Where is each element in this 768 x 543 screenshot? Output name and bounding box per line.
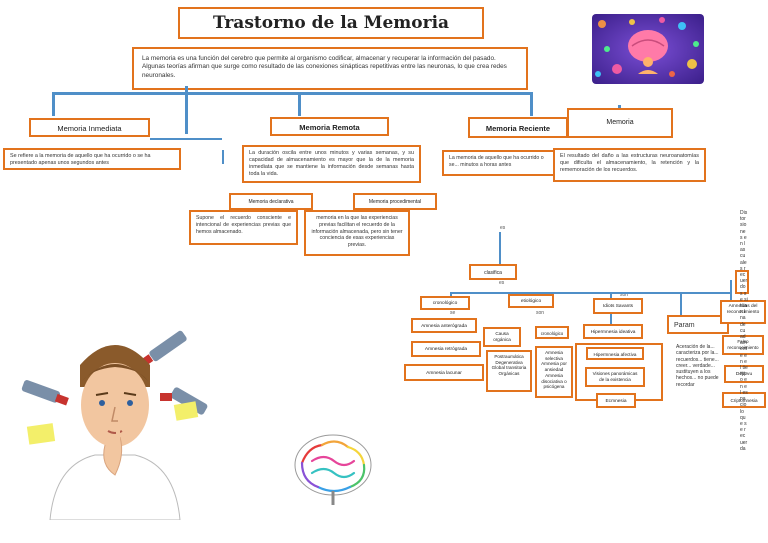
- memoria-reciente-node: Memoria Reciente: [468, 117, 568, 138]
- hipermnesia-ideativa-node: Hipermnesia ideativa: [583, 324, 643, 339]
- criptomnesia-label: Criptomnesia: [730, 398, 758, 403]
- amnesia-selectiva-node: Amnesia selectiva Amnesia por ansiedad A…: [535, 346, 573, 398]
- connector: [610, 314, 612, 326]
- postraumatica-label: Postraumática Degenerativa Global transi…: [491, 354, 527, 377]
- memoria-procedimental-label: Memoria procedimental: [368, 199, 422, 205]
- param-label: Param: [674, 322, 695, 329]
- memoria-inmediata-def: Se refiere a la memoria de aquello que h…: [3, 148, 181, 170]
- amnesia-lacunar-node: Amnesia lacunar: [404, 364, 484, 381]
- memoria-declarativa-def: Supone el recuerdo consciente e intencio…: [189, 210, 298, 245]
- amnesia-selectiva-label: Amnesia selectiva Amnesia por ansiedad A…: [541, 350, 567, 390]
- memoria-procedimental-def: memoria en la que las experiencias previ…: [304, 210, 410, 256]
- memoria-declarativa-text: Supone el recuerdo consciente e intencio…: [196, 215, 291, 235]
- criptomnesia-node: Criptomnesia: [722, 392, 766, 408]
- memoria-inmediata-text: Se refiere a la memoria de aquello que h…: [10, 153, 151, 167]
- hipermnesia-ideativa-label: Hipermnesia ideativa: [590, 330, 636, 335]
- thinking-man-image: [20, 325, 210, 520]
- clasifica-node: clasifica: [469, 264, 517, 280]
- connector: [222, 150, 224, 164]
- cronologico-label: cronológico: [432, 301, 458, 306]
- memoria-remota-label: Memoria Remota: [299, 123, 360, 132]
- meditation-brain-image: [592, 14, 704, 84]
- memoria-inmediata-node: Memoria Inmediata: [29, 118, 150, 137]
- memoria-node: Memoria: [567, 108, 673, 138]
- falso-reconocimiento-label: Falso reconocimiento: [727, 339, 759, 350]
- cronologico2-label: cronológico: [540, 331, 564, 336]
- amnesia-anterograda-label: Amnesia anterógrada: [421, 324, 467, 329]
- idiots-savants-label: Idiots Savants: [602, 304, 634, 309]
- connector: [298, 92, 301, 116]
- memoria-declarativa-label: Memoria declarativa: [248, 199, 294, 205]
- memoria-text: El resultado del daño a las estructuras …: [560, 153, 699, 174]
- memoria-inmediata-label: Memoria Inmediata: [57, 124, 122, 133]
- cronologico2-node: cronológico: [535, 326, 569, 339]
- memoria-reciente-text: La memoria de aquello que ha ocurrido o …: [449, 155, 544, 168]
- etiologico-node: etiológico: [508, 294, 554, 308]
- memoria-declarativa-node: Memoria declarativa: [229, 193, 313, 210]
- hipermnesia-afectiva-label: Hipermnesia afectiva: [593, 352, 637, 357]
- amnesia-retrograda-node: Amnesia retrógrada: [411, 341, 481, 357]
- memoria-def: El resultado del daño a las estructuras …: [553, 148, 706, 182]
- memoria-label: Memoria: [606, 119, 634, 126]
- visiones-node: Visiones panorámicas de la existencia: [585, 367, 645, 387]
- connector: [450, 292, 730, 294]
- intro-text: La memoria es una función del cerebro qu…: [142, 55, 507, 79]
- param-text: Aceración de la... caracteriza por la...…: [676, 344, 719, 388]
- amnesias-reconocimiento-node: Amnesias del reconocimiento: [720, 300, 766, 324]
- falso-reconocimiento-node: Falso reconocimiento: [722, 335, 764, 355]
- param-node: Param: [667, 315, 729, 334]
- connector: [185, 86, 188, 134]
- param-def: Aceración de la... caracteriza por la...…: [671, 340, 729, 392]
- hipermnesia-afectiva-node: Hipermnesia afectiva: [586, 347, 644, 360]
- connector: [150, 138, 222, 140]
- tag-es: es: [500, 225, 506, 231]
- causa-organica-label: Causa orgánica: [493, 331, 511, 342]
- memoria-procedimental-node: Memoria procedimental: [353, 193, 437, 210]
- connector: [530, 92, 533, 116]
- amnesia-anterograda-node: Amnesia anterógrada: [411, 318, 477, 333]
- memoria-remota-node: Memoria Remota: [270, 117, 389, 136]
- tag-es-2: es: [499, 280, 505, 286]
- intro-box: La memoria es una función del cerebro qu…: [132, 47, 528, 90]
- deja-vu-node: Déjà vu: [724, 365, 764, 383]
- tag-son-2: son: [536, 310, 545, 316]
- causa-organica-node: Causa orgánica: [483, 327, 521, 347]
- postraumatica-node: Postraumática Degenerativa Global transi…: [486, 350, 532, 392]
- clasifica-label: clasifica: [484, 270, 502, 276]
- connector: [52, 92, 55, 116]
- connector: [499, 232, 501, 264]
- memoria-procedimental-text: memoria en la que las experiencias previ…: [311, 215, 403, 248]
- ecmnesia-node: Ecmnesia: [596, 393, 636, 408]
- page-title: Trastorno de la Memoria: [178, 7, 484, 39]
- memoria-reciente-label: Memoria Reciente: [485, 124, 551, 133]
- visiones-label: Visiones panorámicas de la existencia: [592, 371, 638, 382]
- connector: [680, 292, 682, 316]
- memoria-remota-text: La duración oscila entre unos minutos y …: [249, 150, 414, 178]
- connector: [52, 92, 532, 95]
- amnesias-reconocimiento-label: Amnesias del reconocimiento: [726, 304, 760, 316]
- amnesia-retrograda-label: Amnesia retrógrada: [424, 347, 468, 352]
- ecmnesia-label: Ecmnesia: [605, 399, 627, 404]
- connector: [730, 280, 732, 300]
- memoria-reciente-def: La memoria de aquello que ha ocurrido o …: [442, 150, 560, 176]
- vertical-text: Distorsiones en las cuales recuerdos se …: [740, 210, 748, 452]
- tag-se: se: [450, 310, 456, 316]
- connector: [450, 292, 452, 298]
- tag-son: son: [620, 292, 629, 298]
- etiologico-label: etiológico: [520, 299, 542, 304]
- deja-vu-label: Déjà vu: [735, 372, 753, 377]
- idiots-savants-node: Idiots Savants: [593, 298, 643, 314]
- vertical-connector-box: [735, 270, 749, 294]
- connector: [610, 292, 612, 298]
- memoria-remota-def: La duración oscila entre unos minutos y …: [242, 145, 421, 183]
- cronologico-node: cronológico: [420, 296, 470, 310]
- colorful-brain-image: [278, 425, 388, 507]
- amnesia-lacunar-label: Amnesia lacunar: [426, 371, 462, 376]
